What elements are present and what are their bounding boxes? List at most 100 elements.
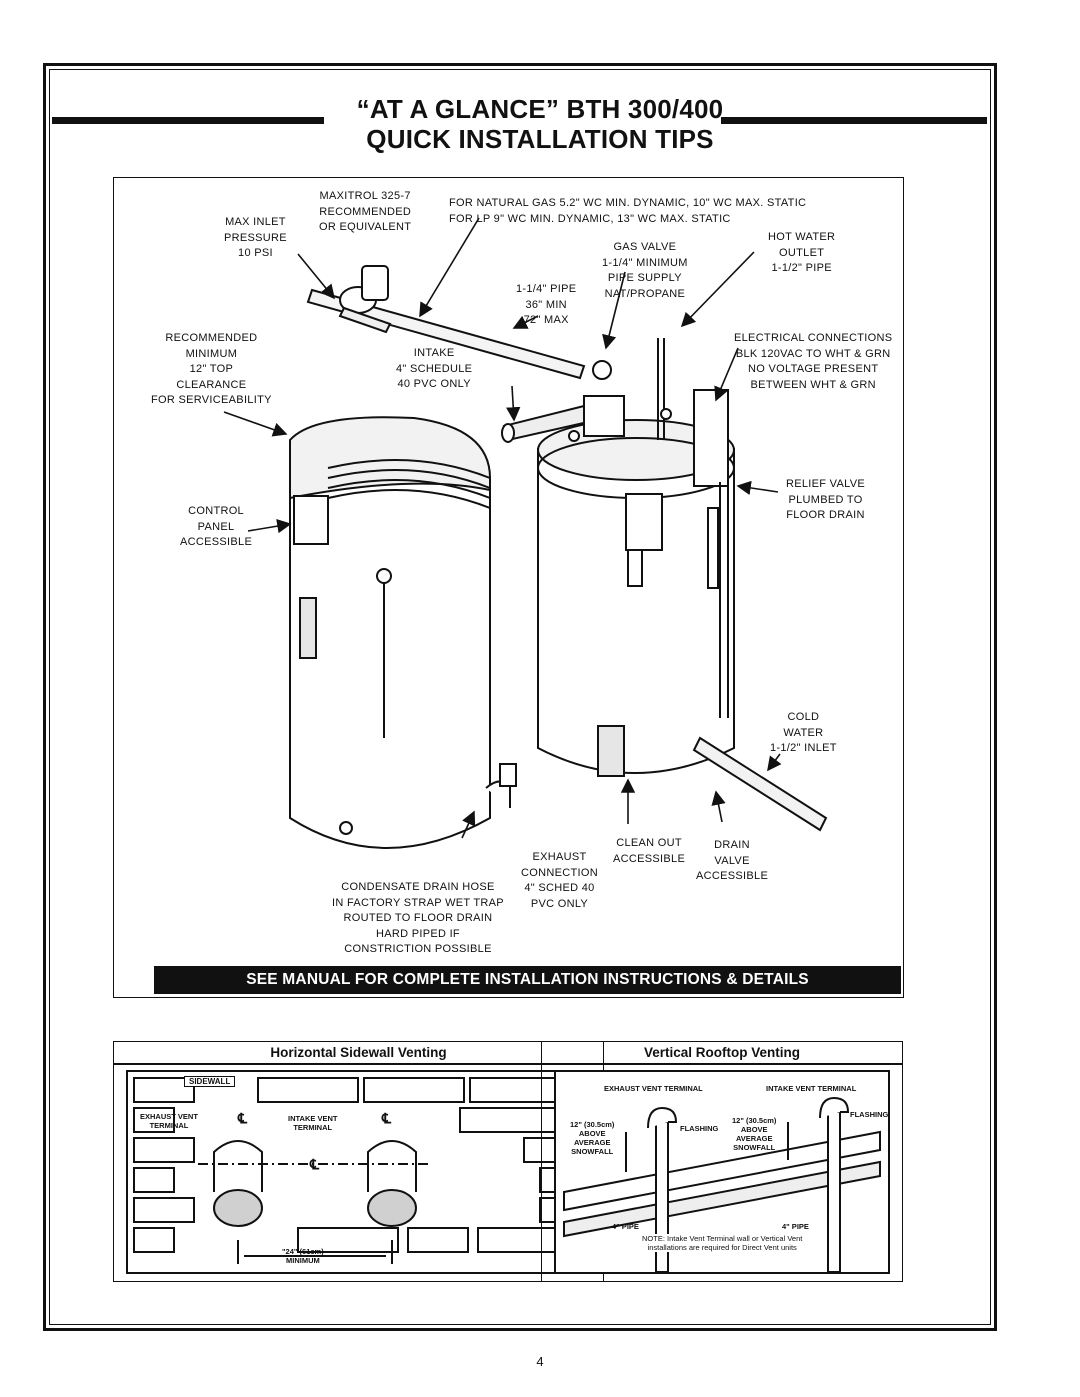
page-frame-inner [49, 69, 991, 1325]
page-title-line2: QUICK INSTALLATION TIPS [366, 124, 714, 154]
callout-gas-valve: GAS VALVE 1-1/4" MINIMUM PIPE SUPPLY NAT… [602, 240, 688, 302]
callout-max-inlet: MAX INLET PRESSURE 10 PSI [224, 215, 287, 262]
snowfall-label-left: 12" (30.5cm) ABOVE AVERAGE SNOWFALL [570, 1120, 614, 1156]
callout-line: CONSTRICTION POSSIBLE [344, 943, 492, 955]
callout-electrical: ELECTRICAL CONNECTIONS BLK 120VAC TO WHT… [734, 331, 892, 393]
callout-line: 72" MAX [523, 314, 569, 326]
centerline-symbol: ℄ [382, 1110, 391, 1126]
callout-line: DRAIN [714, 839, 750, 851]
callout-line: BETWEEN WHT & GRN [750, 378, 876, 391]
callout-line: 40 PVC ONLY [397, 378, 471, 390]
label-line: SNOWFALL [571, 1147, 614, 1156]
callout-line: ELECTRICAL CONNECTIONS [734, 332, 893, 344]
callout-line: PVC ONLY [530, 897, 589, 910]
callout-line: RELIEF VALVE [786, 478, 865, 490]
label-line: ABOVE [578, 1129, 606, 1138]
label-line: MINIMUM [285, 1256, 320, 1265]
callout-line: RECOMMENDED [165, 332, 258, 344]
callout-condensate: CONDENSATE DRAIN HOSE IN FACTORY STRAP W… [332, 880, 504, 958]
label-line: TERMINAL [149, 1121, 189, 1130]
label-line: 12" (30.5cm) [570, 1120, 615, 1129]
label-line: INTAKE VENT [288, 1114, 338, 1123]
callout-line: FOR SERVICEABILITY [151, 394, 272, 406]
direct-vent-note: NOTE: Intake Vent Terminal wall or Verti… [640, 1234, 805, 1252]
spacing-label: "24" (61cm) MINIMUM [282, 1247, 324, 1265]
page-frame-outer [43, 63, 997, 1331]
installation-diagram: MAX INLET PRESSURE 10 PSI MAXITROL 325-7… [113, 177, 904, 998]
intake-terminal-label: INTAKE VENT TERMINAL [288, 1114, 337, 1132]
intake-vent-terminal-label: INTAKE VENT TERMINAL [766, 1084, 857, 1093]
callout-line: ACCESSIBLE [180, 536, 253, 548]
callout-line: MAX INLET [225, 216, 286, 228]
horizontal-venting-title: Horizontal Sidewall Venting [270, 1045, 447, 1060]
pipe-label-right: 4" PIPE [782, 1222, 809, 1231]
label-line: SNOWFALL [733, 1143, 776, 1152]
heater-left [289, 416, 517, 849]
callout-line: BLK 120VAC TO WHT & GRN [735, 347, 891, 360]
callout-drain-valve: DRAIN VALVE ACCESSIBLE [696, 838, 768, 885]
callout-line: NO VOLTAGE PRESENT [748, 363, 879, 375]
callout-line: ROUTED TO FLOOR DRAIN [343, 912, 493, 924]
sidewall-label: SIDEWALL [184, 1076, 236, 1087]
vertical-venting-title: Vertical Rooftop Venting [643, 1045, 800, 1060]
callout-line: CONDENSATE DRAIN HOSE [341, 881, 495, 893]
callout-line: GAS VALVE [613, 241, 677, 253]
callout-line: PIPE SUPPLY [607, 272, 682, 284]
callout-line: HOT WATER [768, 231, 836, 243]
callout-line: OR EQUIVALENT [319, 221, 412, 233]
title-underline [542, 1063, 902, 1065]
callout-line: CONTROL [188, 505, 244, 517]
callout-line: RECOMMENDED [319, 205, 412, 218]
callout-line: PRESSURE [224, 231, 287, 244]
callout-intake: INTAKE 4" SCHEDULE 40 PVC ONLY [396, 346, 472, 393]
centerline-symbol: ℄ [310, 1156, 319, 1172]
callout-line: ACCESSIBLE [696, 870, 769, 882]
callout-line: PANEL [197, 520, 235, 533]
callout-cold-water: COLD WATER 1-1/2" INLET [770, 710, 837, 757]
horizontal-venting-drawing: SIDEWALL EXHAUST VENT TERMINAL INTAKE VE… [126, 1070, 588, 1274]
callout-relief-valve: RELIEF VALVE PLUMBED TO FLOOR DRAIN [786, 477, 865, 524]
callout-line: ACCESSIBLE [613, 852, 686, 865]
snowfall-label-right: 12" (30.5cm) ABOVE AVERAGE SNOWFALL [732, 1116, 776, 1152]
heater-right [501, 338, 828, 832]
see-manual-banner: SEE MANUAL FOR COMPLETE INSTALLATION INS… [154, 966, 901, 994]
callout-line: NAT/PROPANE [604, 287, 686, 300]
rooftop-illustration [563, 1096, 881, 1272]
label-line: ABOVE [740, 1125, 768, 1134]
callout-maxitrol: MAXITROL 325-7 RECOMMENDED OR EQUIVALENT [319, 189, 411, 236]
title-underline [114, 1063, 603, 1065]
label-line: AVERAGE [735, 1134, 773, 1143]
callout-clearance: RECOMMENDED MINIMUM 12" TOP CLEARANCE FO… [151, 331, 272, 409]
callout-line: VALVE [714, 854, 750, 867]
callout-exhaust: EXHAUST CONNECTION 4" SCHED 40 PVC ONLY [521, 850, 598, 912]
title-rule-right [721, 117, 987, 124]
callout-line: 1-1/4" PIPE [516, 283, 577, 295]
callout-line: CLEAN OUT [616, 837, 682, 849]
centerline-symbol: ℄ [238, 1110, 247, 1126]
note-line: installations are required for Direct Ve… [647, 1243, 797, 1252]
callout-line: 1-1/2" INLET [770, 742, 837, 754]
flashing-label-right: FLASHING [850, 1110, 889, 1119]
brick-wall-illustration [133, 1077, 575, 1264]
callout-line: EXHAUST [532, 851, 587, 863]
label-line: EXHAUST VENT [140, 1112, 198, 1121]
callout-line: IN FACTORY STRAP WET TRAP [332, 896, 504, 909]
horizontal-venting-panel: Horizontal Sidewall Venting SIDEWALL E [113, 1041, 604, 1282]
callout-line: INTAKE [413, 347, 455, 359]
label-line: 12" (30.5cm) [732, 1116, 777, 1125]
label-line: "24" (61cm) [282, 1247, 324, 1256]
callout-line: MAXITROL 325-7 [319, 190, 411, 202]
callout-line: 1-1/4" MINIMUM [602, 256, 688, 269]
page-title-line1: “AT A GLANCE” BTH 300/400 [356, 94, 724, 124]
callout-line: PLUMBED TO [788, 493, 863, 506]
callout-control-panel: CONTROL PANEL ACCESSIBLE [180, 504, 252, 551]
callout-line: 36" MIN [525, 298, 567, 311]
callout-pipe: 1-1/4" PIPE 36" MIN 72" MAX [516, 282, 576, 329]
callout-line: FOR LP 9" WC MIN. DYNAMIC, 13" WC MAX. S… [449, 212, 731, 225]
pipe-label-left: 4" PIPE [612, 1222, 639, 1231]
callout-line: FOR NATURAL GAS 5.2" WC MIN. DYNAMIC, 10… [449, 197, 807, 209]
callout-gas-spec: FOR NATURAL GAS 5.2" WC MIN. DYNAMIC, 10… [449, 196, 806, 227]
callout-line: 4" SCHED 40 [524, 882, 595, 894]
note-line: NOTE: Intake Vent Terminal wall or Verti… [642, 1234, 803, 1243]
callout-clean-out: CLEAN OUT ACCESSIBLE [613, 836, 685, 867]
